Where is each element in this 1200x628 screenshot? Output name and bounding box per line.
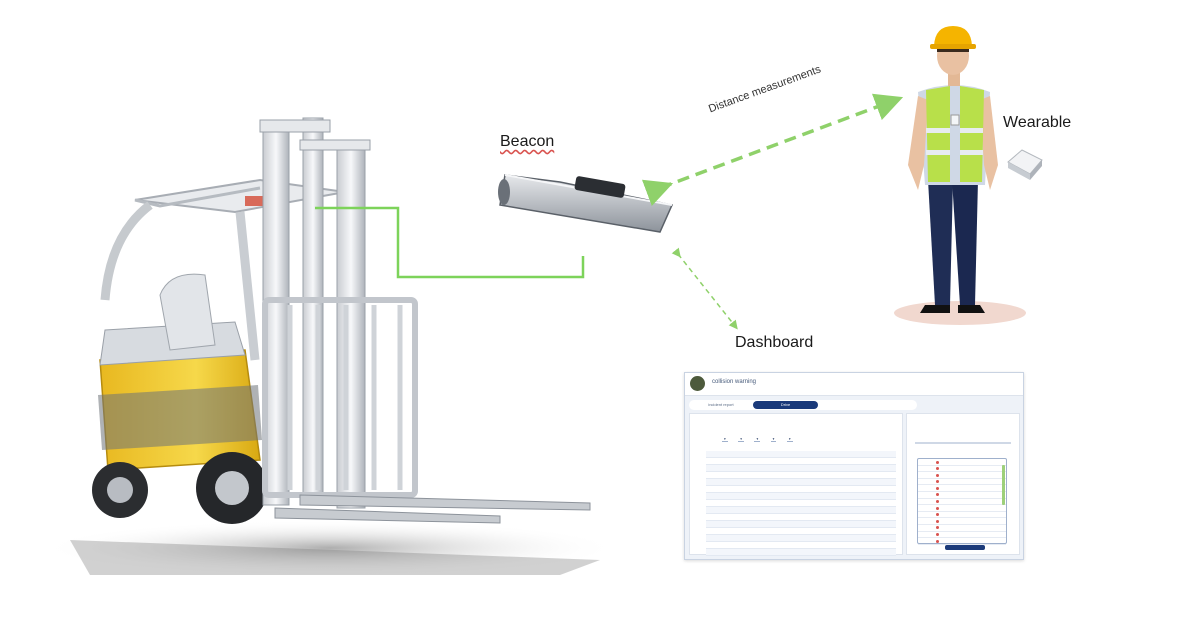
dashboard-header: collision warning: [685, 373, 1023, 396]
tab-incident-report[interactable]: incident report: [708, 402, 734, 407]
alert-dot-icon: [936, 539, 939, 543]
list-item[interactable]: [918, 499, 1006, 506]
side-panel-button[interactable]: [945, 545, 985, 550]
distance-arrow: [641, 93, 904, 207]
table-row[interactable]: [706, 542, 896, 549]
dashboard-title: collision warning: [712, 379, 757, 385]
beacon-device: [498, 174, 674, 233]
filter-control[interactable]: ▾: [722, 437, 728, 442]
table-row[interactable]: [706, 451, 896, 458]
dashboard-tabs: incident report Drive: [689, 400, 917, 410]
scrollbar[interactable]: [1002, 465, 1005, 505]
alert-dot-icon: [936, 513, 939, 517]
alert-dot-icon: [936, 486, 939, 490]
list-item[interactable]: [918, 505, 1006, 512]
filter-bar: ▾ ▾ ▾ ▾ ▾: [722, 427, 799, 442]
list-item[interactable]: [918, 518, 1006, 525]
dashboard-label: Dashboard: [735, 334, 814, 351]
wearable-label: Wearable: [1003, 114, 1072, 131]
list-item[interactable]: [918, 459, 1006, 466]
table-row[interactable]: [706, 500, 896, 507]
alert-dot-icon: [936, 500, 939, 504]
table-row[interactable]: [706, 479, 896, 486]
alert-dot-icon: [936, 493, 939, 497]
alert-dot-icon: [936, 467, 939, 471]
dashboard-arrow: [671, 247, 738, 330]
alert-dot-icon: [936, 473, 939, 477]
filter-control[interactable]: ▾: [738, 437, 744, 442]
incidents-side-panel: [906, 413, 1020, 555]
filter-control[interactable]: ▾: [786, 437, 793, 442]
table-row[interactable]: [706, 514, 896, 521]
list-item[interactable]: [918, 479, 1006, 486]
filter-control[interactable]: ▾: [754, 437, 761, 442]
dashboard-logo-icon: [690, 376, 705, 391]
alert-dot-icon: [936, 460, 939, 464]
incident-table-panel: ▾ ▾ ▾ ▾ ▾: [689, 413, 903, 556]
table-row[interactable]: [706, 458, 896, 465]
list-item[interactable]: [918, 466, 1006, 473]
worker-illustration: [894, 26, 1026, 325]
list-item[interactable]: [918, 532, 1006, 539]
list-item[interactable]: [918, 538, 1006, 545]
table-row[interactable]: [706, 521, 896, 528]
list-item[interactable]: [918, 512, 1006, 519]
tab-drive[interactable]: Drive: [753, 401, 818, 409]
list-item[interactable]: [918, 472, 1006, 479]
wearable-tag: [1007, 149, 1043, 180]
table-rows: [706, 451, 896, 556]
alert-dot-icon: [936, 480, 939, 484]
incidents-list: [917, 458, 1007, 545]
table-row[interactable]: [706, 493, 896, 500]
table-row[interactable]: [706, 465, 896, 472]
table-row[interactable]: [706, 472, 896, 479]
dashboard-screen: collision warning incident report Drive …: [684, 372, 1024, 560]
alert-dot-icon: [936, 533, 939, 537]
table-row[interactable]: [706, 528, 896, 535]
alert-dot-icon: [936, 519, 939, 523]
alert-dot-icon: [936, 526, 939, 530]
beacon-label: Beacon: [500, 133, 555, 150]
table-row[interactable]: [706, 486, 896, 493]
table-header: [706, 444, 896, 449]
beacon-link-line: [315, 206, 585, 279]
forklift-illustration: [40, 117, 620, 576]
table-row[interactable]: [706, 507, 896, 514]
filter-control[interactable]: ▾: [770, 437, 777, 442]
list-item[interactable]: [918, 525, 1006, 532]
list-item[interactable]: [918, 485, 1006, 492]
table-row[interactable]: [706, 549, 896, 556]
timeline-track[interactable]: [915, 442, 1011, 444]
table-row[interactable]: [706, 535, 896, 542]
list-item[interactable]: [918, 492, 1006, 499]
alert-dot-icon: [936, 506, 939, 510]
